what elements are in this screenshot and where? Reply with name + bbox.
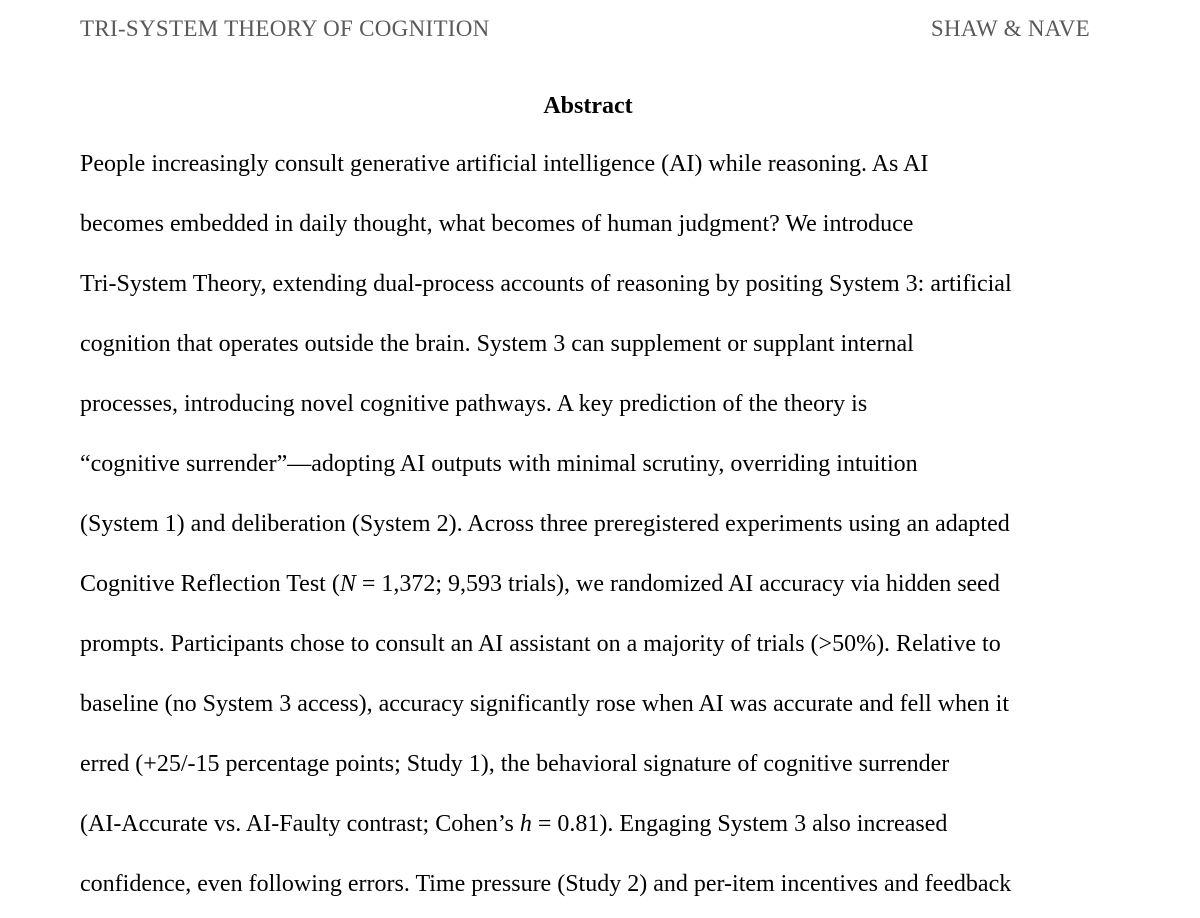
text-segment: People increasingly consult generative a… xyxy=(80,151,929,177)
text-segment: becomes embedded in daily thought, what … xyxy=(80,211,914,237)
italic-variable: N xyxy=(339,571,356,597)
text-segment: baseline (no System 3 access), accuracy … xyxy=(80,691,1009,717)
abstract-title: Abstract xyxy=(543,93,633,119)
text-segment: prompts. Participants chose to consult a… xyxy=(80,631,1001,657)
abstract-line: Cognitive Reflection Test (N = 1,372; 9,… xyxy=(80,554,1104,614)
text-segment: (System 1) and deliberation (System 2). … xyxy=(80,511,1010,537)
authors-header: SHAW & NAVE xyxy=(930,16,1090,41)
abstract-paragraph: People increasingly consult generative a… xyxy=(80,134,1104,914)
abstract-line: Tri-System Theory, extending dual-proces… xyxy=(80,254,1104,314)
abstract-line: becomes embedded in daily thought, what … xyxy=(80,194,1104,254)
abstract-line: prompts. Participants chose to consult a… xyxy=(80,614,1104,674)
abstract-line: confidence, even following errors. Time … xyxy=(80,854,1104,914)
abstract-line: People increasingly consult generative a… xyxy=(80,134,1104,194)
italic-variable: h xyxy=(519,811,532,837)
text-segment: Tri-System Theory, extending dual-proces… xyxy=(80,271,1012,297)
text-segment: erred (+25/-15 percentage points; Study … xyxy=(80,751,950,777)
text-segment: processes, introducing novel cognitive p… xyxy=(80,391,868,417)
abstract-line: (AI-Accurate vs. AI-Faulty contrast; Coh… xyxy=(80,794,1104,854)
abstract-line: “cognitive surrender”—adopting AI output… xyxy=(80,434,1104,494)
text-segment: Cognitive Reflection Test ( xyxy=(80,571,340,597)
abstract-line: processes, introducing novel cognitive p… xyxy=(80,374,1104,434)
abstract-line: erred (+25/-15 percentage points; Study … xyxy=(80,734,1104,794)
text-segment: = 1,372; 9,593 trials), we randomized AI… xyxy=(355,571,1000,597)
text-segment: confidence, even following errors. Time … xyxy=(80,871,1012,897)
text-segment: = 0.81). Engaging System 3 also increase… xyxy=(531,811,948,837)
running-header: TRI-SYSTEM THEORY OF COGNITION SHAW & NA… xyxy=(0,0,1200,44)
text-segment: cognition that operates outside the brai… xyxy=(80,331,914,357)
abstract-line: cognition that operates outside the brai… xyxy=(80,314,1104,374)
text-segment: “cognitive surrender”—adopting AI output… xyxy=(80,451,918,477)
running-head: TRI-SYSTEM THEORY OF COGNITION xyxy=(80,16,490,41)
abstract-line: baseline (no System 3 access), accuracy … xyxy=(80,674,1104,734)
abstract-line: (System 1) and deliberation (System 2). … xyxy=(80,494,1104,554)
text-segment: (AI-Accurate vs. AI-Faulty contrast; Coh… xyxy=(80,811,520,837)
